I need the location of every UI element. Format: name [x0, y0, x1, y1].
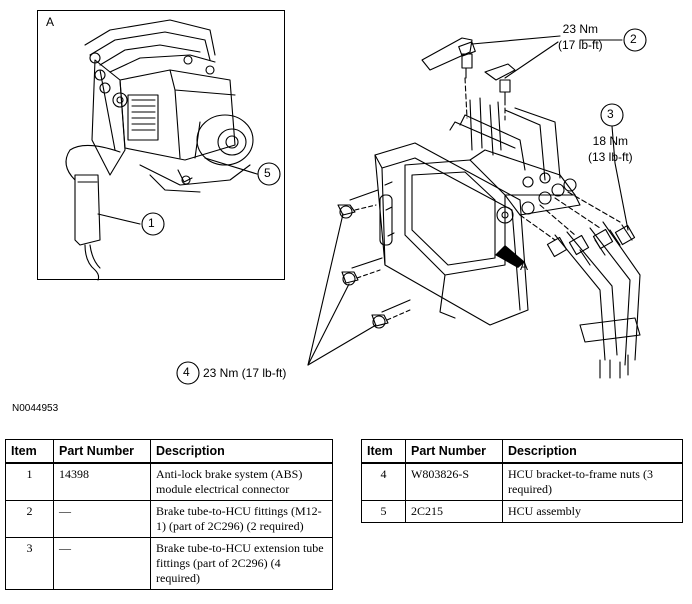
torque-2-lbft: (17 lb-ft)	[558, 38, 603, 52]
description-cell: Brake tube-to-HCU fittings (M12-1) (part…	[150, 500, 333, 538]
table-header-row: Item Part Number Description	[361, 439, 683, 464]
part-number-cell: W803826-S	[405, 462, 503, 501]
callout-4-label: 4	[183, 365, 190, 379]
torque-spec-4: 23 Nm (17 lb-ft)	[203, 366, 287, 380]
table-row: 3 — Brake tube-to-HCU extension tube fit…	[5, 537, 333, 590]
part-number-cell: —	[53, 537, 151, 590]
item-cell: 2	[5, 500, 54, 538]
item-cell: 1	[5, 462, 54, 501]
part-number-cell: 14398	[53, 462, 151, 501]
torque-spec-3: 18 Nm (13 lb-ft)	[588, 133, 633, 165]
part-number-cell: 2C215	[405, 500, 503, 523]
torque-3-lbft: (13 lb-ft)	[588, 150, 633, 164]
callout-3-label: 3	[607, 107, 614, 121]
table-row: 4 W803826-S HCU bracket-to-frame nuts (3…	[361, 462, 683, 501]
description-cell: Brake tube-to-HCU extension tube fitting…	[150, 537, 333, 590]
detail-hcu-drawing	[65, 19, 254, 281]
callout-1-label: 1	[148, 216, 155, 230]
abs-hcu-illustration	[65, 19, 647, 385]
item-cell: 5	[361, 500, 406, 523]
torque-spec-2: 23 Nm (17 lb-ft)	[558, 21, 603, 53]
item-cell: 4	[361, 462, 406, 501]
header-part-number: Part Number	[405, 439, 503, 464]
description-cell: HCU assembly	[502, 500, 683, 523]
header-item: Item	[5, 439, 54, 464]
figure-id: N0044953	[12, 403, 59, 414]
view-a-arrow-label: A	[520, 259, 529, 273]
torque-3-nm: 18 Nm	[592, 134, 629, 148]
callout-1-circle	[141, 212, 165, 236]
header-part-number: Part Number	[53, 439, 151, 464]
callout-2-label: 2	[630, 32, 637, 46]
table-row: 1 14398 Anti-lock brake system (ABS) mod…	[5, 462, 333, 501]
torque-2-nm: 23 Nm	[562, 22, 599, 36]
table-header-row: Item Part Number Description	[5, 439, 333, 464]
callout-3-circle	[600, 103, 624, 127]
view-a-arrow	[495, 245, 525, 268]
table-row: 2 — Brake tube-to-HCU fittings (M12-1) (…	[5, 500, 333, 538]
part-number-cell: —	[53, 500, 151, 538]
parts-table-right: Item Part Number Description 4 W803826-S…	[361, 439, 683, 523]
item-cell: 3	[5, 537, 54, 590]
header-description: Description	[502, 439, 683, 464]
table-row: 5 2C215 HCU assembly	[361, 500, 683, 523]
callout-5-circle	[257, 162, 281, 186]
header-description: Description	[150, 439, 333, 464]
parts-table-left: Item Part Number Description 1 14398 Ant…	[5, 439, 333, 590]
detail-view-label: A	[46, 15, 55, 29]
header-item: Item	[361, 439, 406, 464]
description-cell: Anti-lock brake system (ABS) module elec…	[150, 462, 333, 501]
callout-2-circle	[623, 28, 647, 52]
main-hcu-drawing	[337, 37, 641, 379]
callout-5-label: 5	[264, 166, 271, 180]
description-cell: HCU bracket-to-frame nuts (3 required)	[502, 462, 683, 501]
detail-view-a-frame	[37, 10, 285, 280]
callout-4-circle	[176, 361, 200, 385]
